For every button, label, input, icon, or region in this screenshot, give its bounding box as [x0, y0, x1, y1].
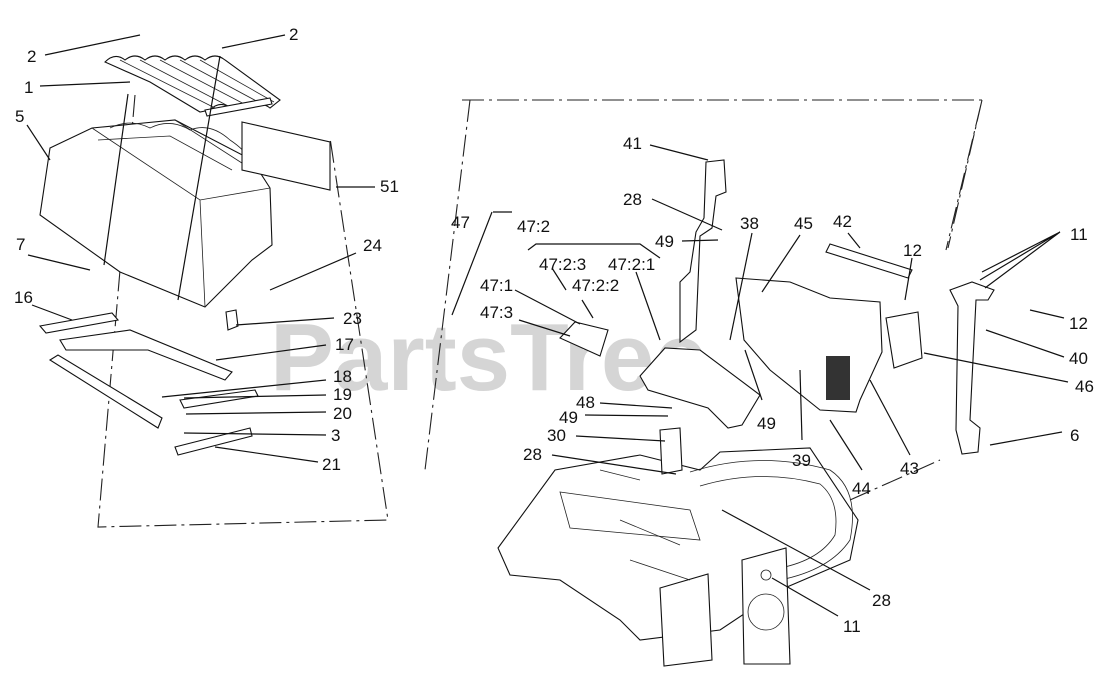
shield-43-part: [735, 277, 883, 413]
callout-46: 46: [1075, 377, 1094, 396]
callout-47-3: 47:3: [480, 303, 513, 322]
callout-43: 43: [900, 459, 919, 478]
callout-47-2-1: 47:2:1: [608, 255, 655, 274]
callout-23: 23: [343, 309, 362, 328]
duct-46-part: [885, 311, 923, 369]
callout-24: 24: [363, 236, 382, 255]
callout-47-1: 47:1: [480, 276, 513, 295]
callout-49: 49: [559, 408, 578, 427]
callout-38: 38: [740, 214, 759, 233]
callout-47-2-2: 47:2:2: [572, 276, 619, 295]
callout-12: 12: [1069, 314, 1088, 333]
callout-2: 2: [27, 47, 36, 66]
upright-40-part: [949, 281, 995, 455]
callout-28: 28: [872, 591, 891, 610]
plate-42-part: [825, 243, 913, 279]
frame-part: [497, 427, 859, 667]
corrugated-foam-part: [104, 55, 281, 117]
label-plate-part: [241, 121, 331, 191]
callout-49: 49: [655, 232, 674, 251]
callout-1: 1: [24, 78, 33, 97]
callout-40: 40: [1069, 349, 1088, 368]
callout-30: 30: [547, 426, 566, 445]
callout-45: 45: [794, 214, 813, 233]
rail-parts: [38, 309, 259, 456]
callout-11: 11: [1070, 225, 1088, 244]
callout-47-2: 47:2: [517, 217, 550, 236]
callout-3: 3: [331, 426, 340, 445]
callout-16: 16: [14, 288, 33, 307]
callout-19: 19: [333, 385, 352, 404]
callout-39: 39: [792, 451, 811, 470]
callout-21: 21: [322, 455, 341, 474]
callout-47: 47: [451, 213, 470, 232]
callout-47-2-3: 47:2:3: [539, 255, 586, 274]
callout-labels: 2 2 1 5 51 7 24 16 23 17 18 19 20 3 21 4…: [14, 25, 1094, 636]
right-group-boundary: [424, 99, 983, 501]
grille-part: [826, 356, 850, 400]
callout-18: 18: [333, 367, 352, 386]
callout-17: 17: [335, 335, 354, 354]
panel-47-part: [639, 347, 761, 429]
callout-12: 12: [903, 241, 922, 260]
callout-44: 44: [852, 479, 871, 498]
bracket-41-part: [679, 159, 727, 344]
callout-11: 11: [843, 617, 861, 636]
callout-51: 51: [380, 177, 399, 196]
seat-box-part: [39, 119, 273, 308]
callout-2: 2: [289, 25, 298, 44]
callout-28: 28: [623, 190, 642, 209]
callout-7: 7: [16, 235, 25, 254]
callout-42: 42: [833, 212, 852, 231]
callout-41: 41: [623, 134, 642, 153]
watermark-text: PartsTree: [270, 304, 708, 411]
callout-6: 6: [1070, 426, 1079, 445]
callout-20: 20: [333, 404, 352, 423]
left-group-boundary: [97, 94, 389, 528]
bracket-47-3-part: [559, 321, 609, 357]
callout-28: 28: [523, 445, 542, 464]
callout-48: 48: [576, 393, 595, 412]
callout-5: 5: [15, 107, 24, 126]
leader-lines: [26, 34, 1069, 617]
callout-49: 49: [757, 414, 776, 433]
